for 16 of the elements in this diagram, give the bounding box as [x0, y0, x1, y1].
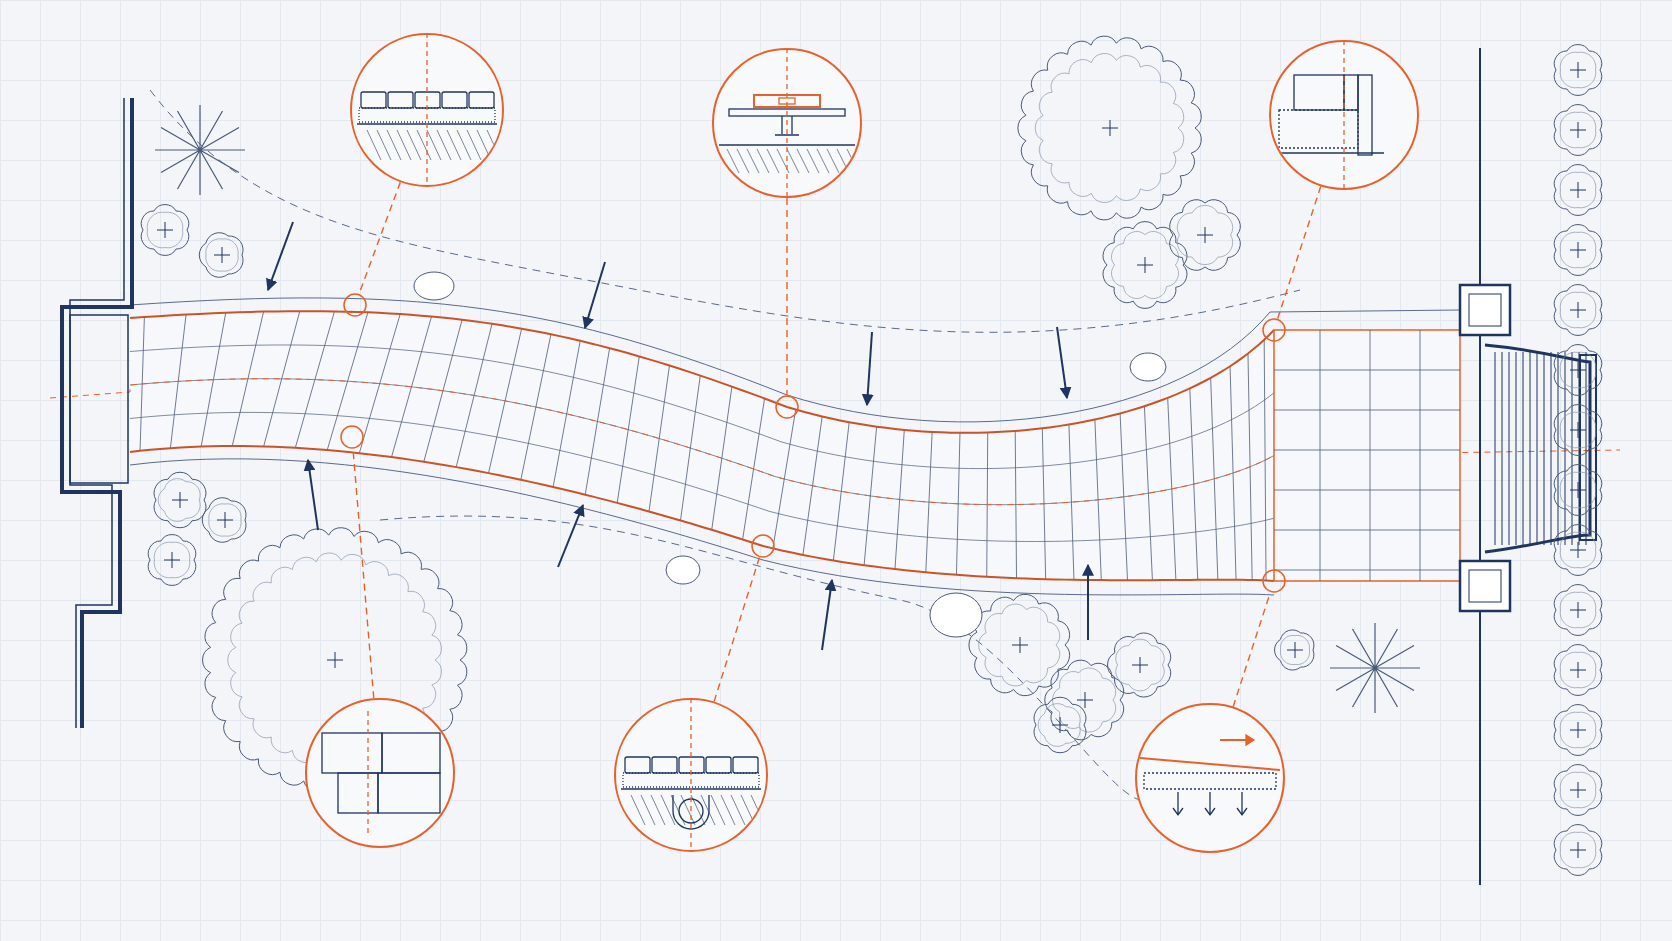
detail-callout-circle — [350, 33, 504, 187]
marker-circle — [340, 425, 364, 449]
detail-callout-circle — [1135, 703, 1285, 853]
marker-circle — [751, 534, 775, 558]
marker-circle — [1262, 569, 1286, 593]
detail-callout-circle — [712, 48, 862, 198]
marker-circle — [343, 293, 367, 317]
leader-line — [786, 197, 788, 396]
detail-callout-circle — [305, 698, 455, 848]
marker-circle — [775, 395, 799, 419]
detail-callout-circle — [1269, 40, 1419, 190]
leader-line — [1232, 591, 1271, 708]
detail-callout-circle — [614, 698, 768, 852]
marker-circle — [1262, 318, 1286, 342]
leader-line — [1277, 185, 1322, 320]
leader-line — [713, 556, 761, 703]
